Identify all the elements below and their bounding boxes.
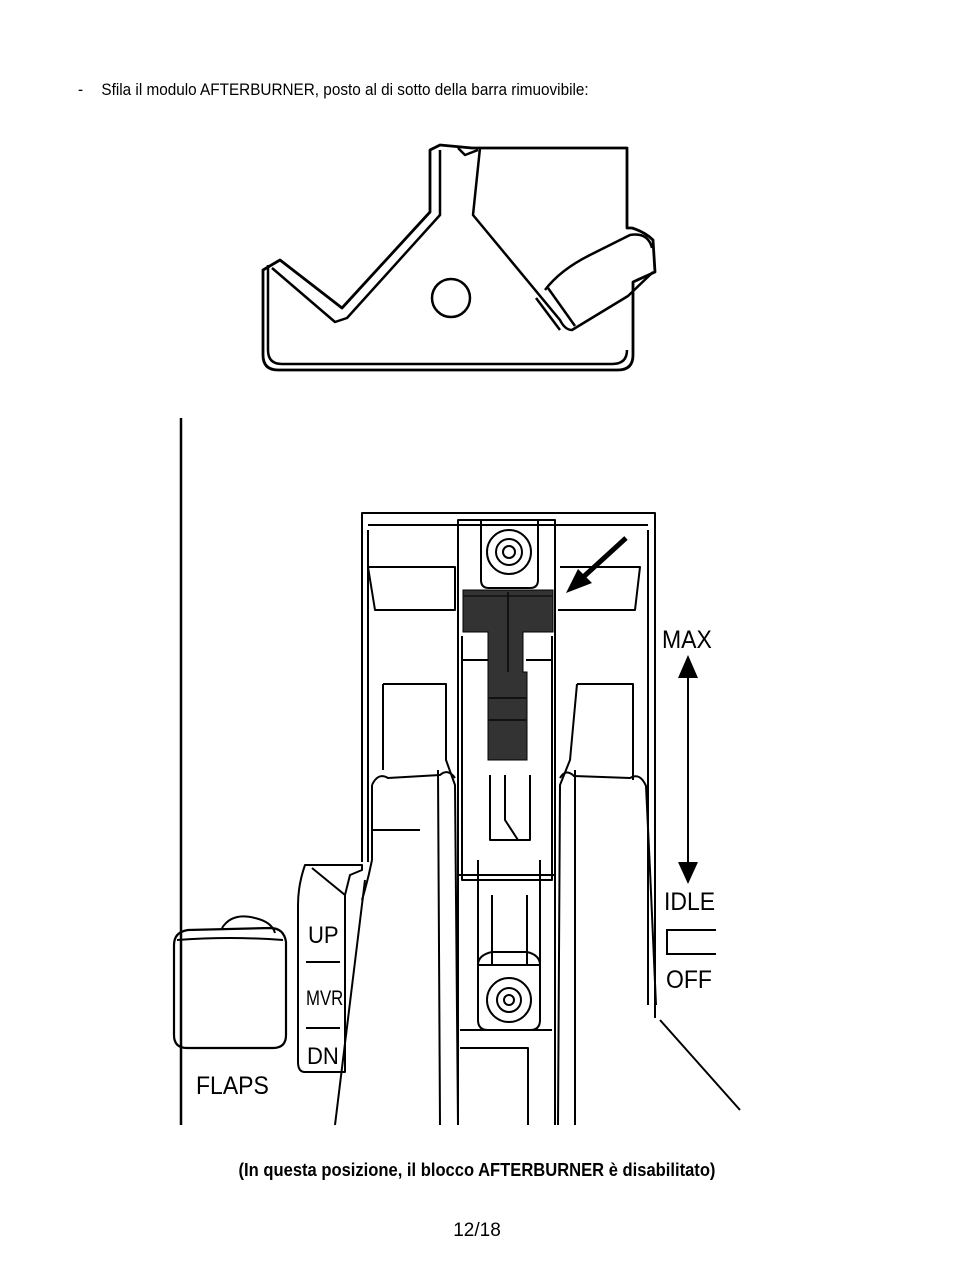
pointer-arrow xyxy=(566,536,628,593)
max-label: MAX xyxy=(662,626,712,654)
afterburner-module-dark xyxy=(462,589,554,761)
idle-off-notch xyxy=(666,929,716,955)
flaps-up-label: UP xyxy=(308,921,339,948)
page-number: 12/18 xyxy=(453,1220,501,1241)
flaps-mvr-label: MVR xyxy=(306,987,343,1010)
bullet-dash: - xyxy=(78,80,84,99)
afterburner-module-drawing xyxy=(261,143,657,372)
instruction-line: -Sfila il modulo AFTERBURNER, posto al d… xyxy=(78,80,589,100)
instruction-text: Sfila il modulo AFTERBURNER, posto al di… xyxy=(101,80,589,99)
flaps-label: FLAPS xyxy=(196,1072,269,1100)
idle-label: IDLE xyxy=(664,888,715,916)
figure-caption: (In questa posizione, il blocco AFTERBUR… xyxy=(238,1160,716,1180)
max-idle-arrow xyxy=(678,655,698,884)
flaps-dn-label: DN xyxy=(307,1042,339,1069)
off-label: OFF xyxy=(666,966,712,994)
throttle-base-drawing xyxy=(172,418,741,1126)
